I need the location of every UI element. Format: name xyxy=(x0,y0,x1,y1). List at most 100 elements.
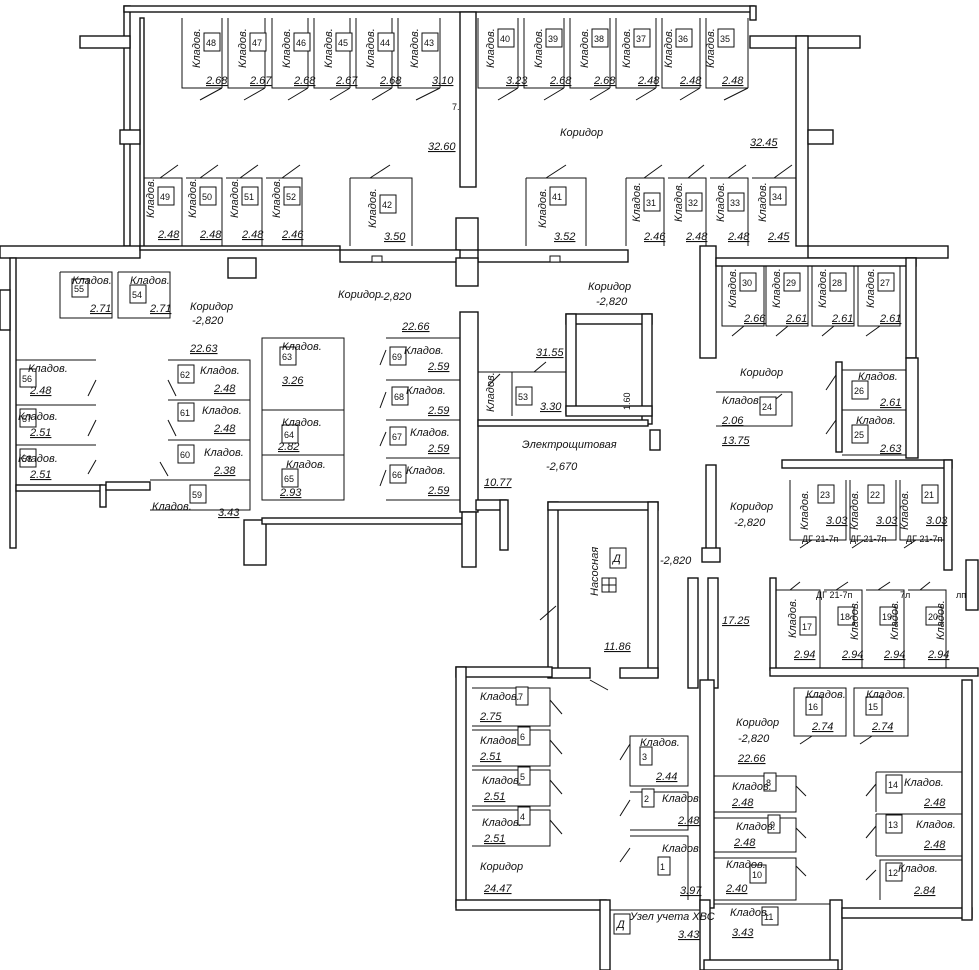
storage-room-37[interactable]: 37 xyxy=(633,28,651,48)
storage-room-29[interactable]: 29 xyxy=(783,272,801,292)
storage-room-22[interactable]: 22 xyxy=(867,484,885,504)
storage-room-46[interactable]: 46 xyxy=(293,32,311,52)
storage-room-15[interactable]: 15 xyxy=(865,696,883,716)
storage-room-41[interactable]: 41 xyxy=(549,186,567,206)
storage-room-58[interactable]: 58 xyxy=(19,448,37,468)
corridor-area-right: 13.75 xyxy=(722,435,750,447)
room-area: 2.61 xyxy=(785,313,807,325)
storage-room-20[interactable]: 20 xyxy=(925,606,943,626)
storage-room-55[interactable]: 55 xyxy=(71,278,89,298)
storage-label: Кладов. xyxy=(410,427,450,439)
storage-label: Кладов. xyxy=(152,501,192,513)
room-labels: Кладов.2.68Кладов.2.67Кладов.2.68Кладов.… xyxy=(18,28,956,939)
room-tag-box xyxy=(865,696,883,716)
room-number: 44 xyxy=(380,38,390,48)
storage-room-38[interactable]: 38 xyxy=(591,28,609,48)
storage-room-30[interactable]: 30 xyxy=(739,272,757,292)
storage-room-7[interactable]: 7 xyxy=(515,686,529,706)
room-area: 3.97 xyxy=(680,885,702,897)
storage-label: Кладов. xyxy=(485,372,497,412)
storage-room-3[interactable]: 3 xyxy=(639,746,653,766)
storage-room-10[interactable]: 10 xyxy=(749,864,767,884)
storage-room-4[interactable]: 4 xyxy=(517,806,531,826)
door-swings xyxy=(87,87,931,881)
storage-room-34[interactable]: 34 xyxy=(769,186,787,206)
storage-room-52[interactable]: 52 xyxy=(283,186,301,206)
room-tag-box xyxy=(283,186,301,206)
storage-room-67[interactable]: 67 xyxy=(389,426,407,446)
storage-room-6[interactable]: 6 xyxy=(517,726,531,746)
storage-room-39[interactable]: 39 xyxy=(545,28,563,48)
storage-room-26[interactable]: 26 xyxy=(851,380,869,400)
room-number: 10 xyxy=(752,870,762,880)
storage-room-5[interactable]: 5 xyxy=(517,766,531,786)
storage-room-54[interactable]: 54 xyxy=(129,284,147,304)
storage-room-24[interactable]: 24 xyxy=(759,396,777,416)
room-number: 68 xyxy=(394,392,404,402)
room-tag-box xyxy=(877,272,895,292)
storage-room-9[interactable]: 9 xyxy=(767,814,781,834)
room-tag-box xyxy=(767,814,781,834)
storage-label: Кладов. xyxy=(662,793,702,805)
storage-room-2[interactable]: 2 xyxy=(641,788,655,808)
storage-room-13[interactable]: 13 xyxy=(885,814,903,834)
storage-room-35[interactable]: 35 xyxy=(717,28,735,48)
storage-room-62[interactable]: 62 xyxy=(177,364,195,384)
storage-room-44[interactable]: 44 xyxy=(377,32,395,52)
storage-room-68[interactable]: 68 xyxy=(391,386,409,406)
storage-room-56[interactable]: 56 xyxy=(19,368,37,388)
storage-room-16[interactable]: 16 xyxy=(805,696,823,716)
storage-room-33[interactable]: 33 xyxy=(727,192,745,212)
storage-room-60[interactable]: 60 xyxy=(177,444,195,464)
storage-room-14[interactable]: 14 xyxy=(885,774,903,794)
storage-room-25[interactable]: 25 xyxy=(851,424,869,444)
door-type-22: ДГ 21-7п xyxy=(802,534,838,544)
storage-room-66[interactable]: 66 xyxy=(389,464,407,484)
storage-room-31[interactable]: 31 xyxy=(643,192,661,212)
storage-room-32[interactable]: 32 xyxy=(685,192,703,212)
storage-room-12[interactable]: 12 xyxy=(885,862,903,882)
room-area: 2.48 xyxy=(157,229,180,241)
storage-room-19[interactable]: 19 xyxy=(879,606,897,626)
storage-room-40[interactable]: 40 xyxy=(497,28,515,48)
room-tag-box xyxy=(199,186,217,206)
door-type-21: ДГ 21-7п xyxy=(850,534,886,544)
storage-label: Кладов. xyxy=(281,28,293,68)
storage-label: Кладов. xyxy=(640,737,680,749)
storage-room-48[interactable]: 48 xyxy=(203,32,221,52)
storage-room-50[interactable]: 50 xyxy=(199,186,217,206)
room-number: 64 xyxy=(284,430,294,440)
storage-room-59[interactable]: 59 xyxy=(189,484,207,504)
storage-label: Кладов. xyxy=(771,268,783,308)
storage-room-51[interactable]: 51 xyxy=(241,186,259,206)
storage-room-45[interactable]: 45 xyxy=(335,32,353,52)
storage-room-27[interactable]: 27 xyxy=(877,272,895,292)
storage-room-61[interactable]: 61 xyxy=(177,402,195,422)
room-number: 66 xyxy=(392,470,402,480)
storage-room-47[interactable]: 47 xyxy=(249,32,267,52)
storage-room-63[interactable]: 63 xyxy=(279,346,297,366)
room-area: 3.23 xyxy=(506,75,528,87)
corridor-label-southwest: Коридор xyxy=(480,861,523,873)
storage-room-49[interactable]: 49 xyxy=(157,186,175,206)
storage-room-8[interactable]: 8 xyxy=(763,772,777,792)
storage-label: Кладов. xyxy=(866,689,906,701)
storage-room-23[interactable]: 23 xyxy=(817,484,835,504)
storage-room-57[interactable]: 57 xyxy=(19,408,37,428)
storage-room-65[interactable]: 65 xyxy=(281,468,299,488)
room-area: 2.48 xyxy=(731,797,754,809)
storage-room-17[interactable]: 17 xyxy=(799,616,817,636)
storage-room-64[interactable]: 64 xyxy=(281,424,299,444)
room-number: 54 xyxy=(132,290,142,300)
storage-room-36[interactable]: 36 xyxy=(675,28,693,48)
storage-room-69[interactable]: 69 xyxy=(389,346,407,366)
storage-room-28[interactable]: 28 xyxy=(829,272,847,292)
storage-room-43[interactable]: 43 xyxy=(421,32,439,52)
storage-room-42[interactable]: 42 xyxy=(379,194,397,214)
storage-room-53[interactable]: 53 xyxy=(515,386,533,406)
storage-room-1[interactable]: 1 xyxy=(657,856,671,876)
storage-room-18[interactable]: 18 xyxy=(837,606,855,626)
storage-room-21[interactable]: 21 xyxy=(921,484,939,504)
storage-room-11[interactable]: 11 xyxy=(761,906,779,926)
